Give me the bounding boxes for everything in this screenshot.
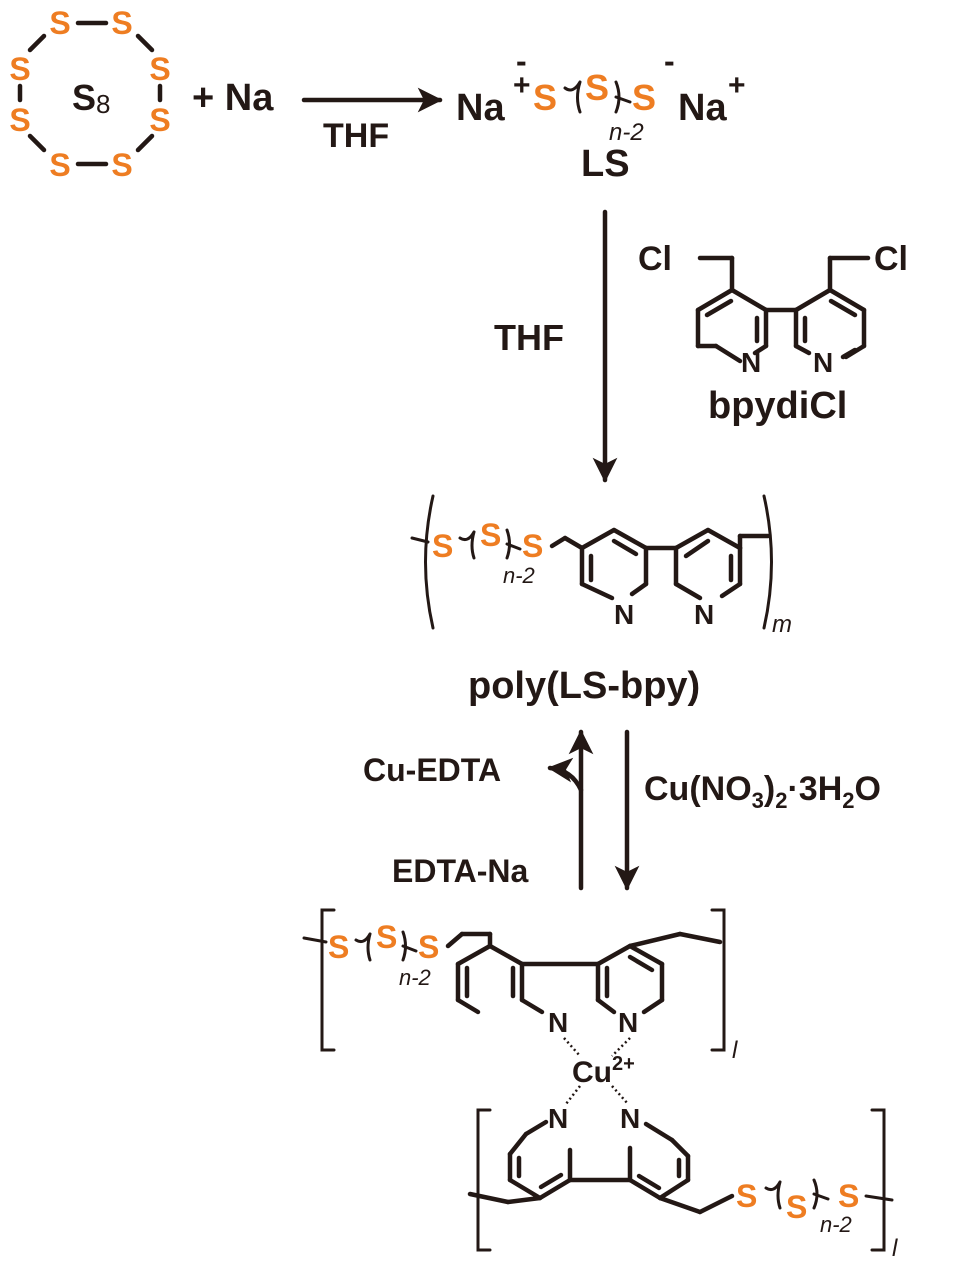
s8-sulfur-atom: S — [9, 102, 30, 138]
bpydicl-structure: Cl Cl N N bpydiCl — [638, 240, 908, 427]
chlorine-left: Cl — [638, 240, 672, 278]
ls-subscript: n-2 — [609, 119, 644, 146]
byproduct-arrow — [547, 757, 584, 793]
poly-ls-bpy-label: poly(LS-bpy) — [468, 665, 700, 707]
complex-lower-strand: N N — [467, 1103, 898, 1261]
ls-sulfur-terminal: S — [533, 77, 557, 118]
pyridine-nitrogen: N — [813, 347, 833, 378]
plus-charge: + — [728, 69, 746, 102]
edta-na-reagent: EDTA-Na — [392, 853, 529, 889]
s8-sulfur-atom: S — [49, 5, 70, 41]
step2-solvent: THF — [494, 317, 564, 358]
minus-charge: - — [664, 43, 675, 79]
ls-sulfur-terminal: S — [632, 77, 656, 118]
cu-edta-byproduct: Cu-EDTA — [363, 752, 501, 788]
complex-sulfur: S — [736, 1178, 757, 1214]
polymer-paren-left — [424, 494, 435, 630]
s8-sulfur-atom: S — [111, 147, 132, 183]
complex-repeat-index: l — [892, 1235, 898, 1261]
copper-nitrate-reagent: Cu(NO3)2·3H2O — [644, 770, 881, 813]
s8-sulfur-atom: S — [9, 51, 30, 87]
ls-bracket-left — [563, 80, 582, 114]
pyridine-nitrogen: N — [548, 1103, 568, 1134]
s8-sulfur-atom: S — [49, 147, 70, 183]
polymer-sulfur: S — [522, 528, 543, 564]
step1-solvent: THF — [323, 117, 389, 155]
complex-repeat-index: l — [732, 1037, 738, 1064]
complex-sulfur: S — [328, 929, 349, 965]
s8-sulfur-atom: S — [149, 102, 170, 138]
pyridine-nitrogen: N — [620, 1103, 640, 1134]
chlorine-right: Cl — [874, 240, 908, 278]
complex-sulfur: S — [418, 929, 439, 965]
pyridine-nitrogen: N — [614, 599, 634, 630]
bracket-left — [320, 908, 336, 1052]
polymer-repeat-index: m — [772, 611, 792, 638]
copper-center: Cu2+ — [563, 1037, 635, 1105]
pyridine-nitrogen: N — [694, 599, 714, 630]
pyridine-nitrogen: N — [741, 347, 761, 378]
s8-sulfur-atom: S — [111, 5, 132, 41]
s8-ring: S S S S S S S S S8 — [9, 5, 170, 183]
step3-arrows — [547, 729, 640, 891]
complex-sulfur: S — [838, 1178, 859, 1214]
polymer-paren-right — [762, 494, 773, 630]
ls-label: LS — [581, 143, 630, 185]
complex-subscript: n-2 — [399, 965, 431, 990]
complex-upper-strand: S S n-2 S — [302, 908, 738, 1064]
polymer-subscript: n-2 — [503, 563, 535, 588]
bracket-right — [870, 1108, 886, 1252]
copper-ion: Cu2+ — [572, 1053, 635, 1089]
s8-label: S8 — [72, 77, 110, 119]
bracket-right — [710, 908, 726, 1052]
plus-charge: + — [513, 69, 531, 102]
complex-sulfur: S — [786, 1189, 807, 1225]
ls-structure: Na + - S S n-2 S - Na + LS — [456, 43, 746, 185]
complex-sulfur: S — [376, 919, 397, 955]
pyridine-nitrogen: N — [618, 1007, 638, 1038]
sodium-reagent: + Na — [192, 77, 274, 119]
ls-sulfur-repeat: S — [585, 67, 609, 108]
bpydicl-label: bpydiCl — [708, 385, 847, 427]
complex-subscript: n-2 — [820, 1212, 852, 1237]
poly-ls-bpy-structure: S S n-2 S — [410, 494, 792, 707]
minus-charge: - — [516, 43, 527, 79]
sodium-cation-left: Na — [456, 87, 505, 129]
polymer-sulfur: S — [480, 517, 501, 553]
ls-bracket-right — [614, 80, 632, 114]
pyridine-nitrogen: N — [548, 1007, 568, 1038]
bracket-left — [476, 1108, 492, 1252]
polymer-sulfur: S — [432, 528, 453, 564]
sodium-cation-right: Na — [678, 87, 727, 129]
s8-sulfur-atom: S — [149, 51, 170, 87]
